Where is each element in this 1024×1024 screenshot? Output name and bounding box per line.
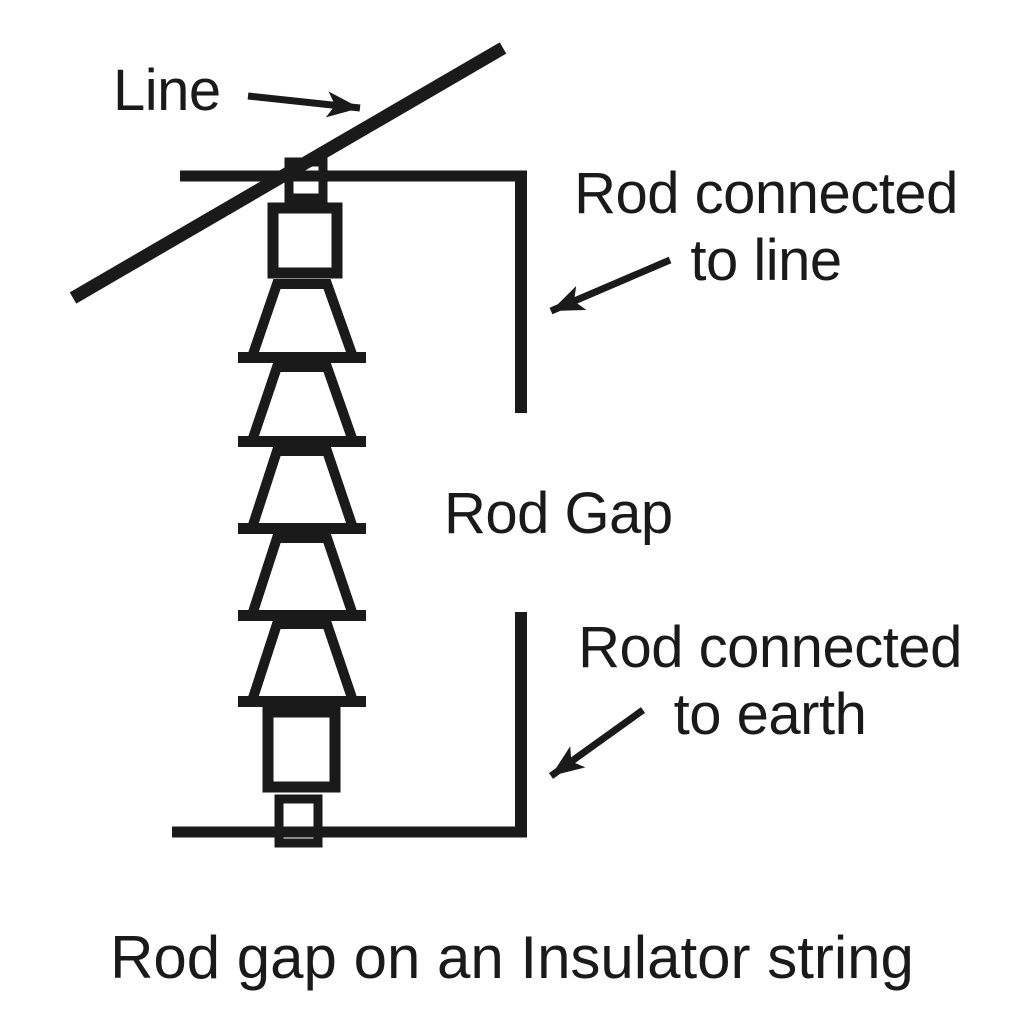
rod-to-line-pointer-arrow xyxy=(549,256,672,315)
line-pointer-arrow xyxy=(247,91,361,118)
insulator-disc-3 xyxy=(238,446,366,534)
rod-to-line-label: Rod connected to line xyxy=(550,160,982,295)
disc-rim xyxy=(238,352,366,363)
disc-shell xyxy=(245,279,361,362)
disc-shell xyxy=(245,362,361,446)
rod-to-earth-label: Rod connected to earth xyxy=(554,614,986,749)
disc-shell xyxy=(245,533,360,620)
rod-to-earth-label-line1: Rod connected xyxy=(578,615,962,680)
insulator-disc-5 xyxy=(238,619,366,707)
disc-rim xyxy=(238,696,366,707)
rod-to-earth-pointer-arrow xyxy=(548,707,646,779)
rod-to-earth-label-line2: to earth xyxy=(673,682,867,748)
line-label: Line xyxy=(113,58,221,123)
disc-rim xyxy=(238,610,366,621)
rod-to-line-label-line2: to line xyxy=(690,228,842,294)
insulator-disc-4 xyxy=(238,533,366,621)
caption: Rod gap on an Insulator string xyxy=(110,924,914,991)
disc-shell xyxy=(245,619,360,706)
bottom-fitting-block xyxy=(262,706,341,793)
top-fitting-block xyxy=(267,202,343,279)
insulator-disc-1 xyxy=(238,279,366,363)
insulator-disc-2 xyxy=(238,362,366,447)
rod-gap-label: Rod Gap xyxy=(444,481,673,546)
rod-to-line-label-line1: Rod connected xyxy=(574,161,958,226)
disc-shell xyxy=(245,446,360,533)
disc-rim xyxy=(238,436,366,447)
disc-rim xyxy=(238,523,366,534)
